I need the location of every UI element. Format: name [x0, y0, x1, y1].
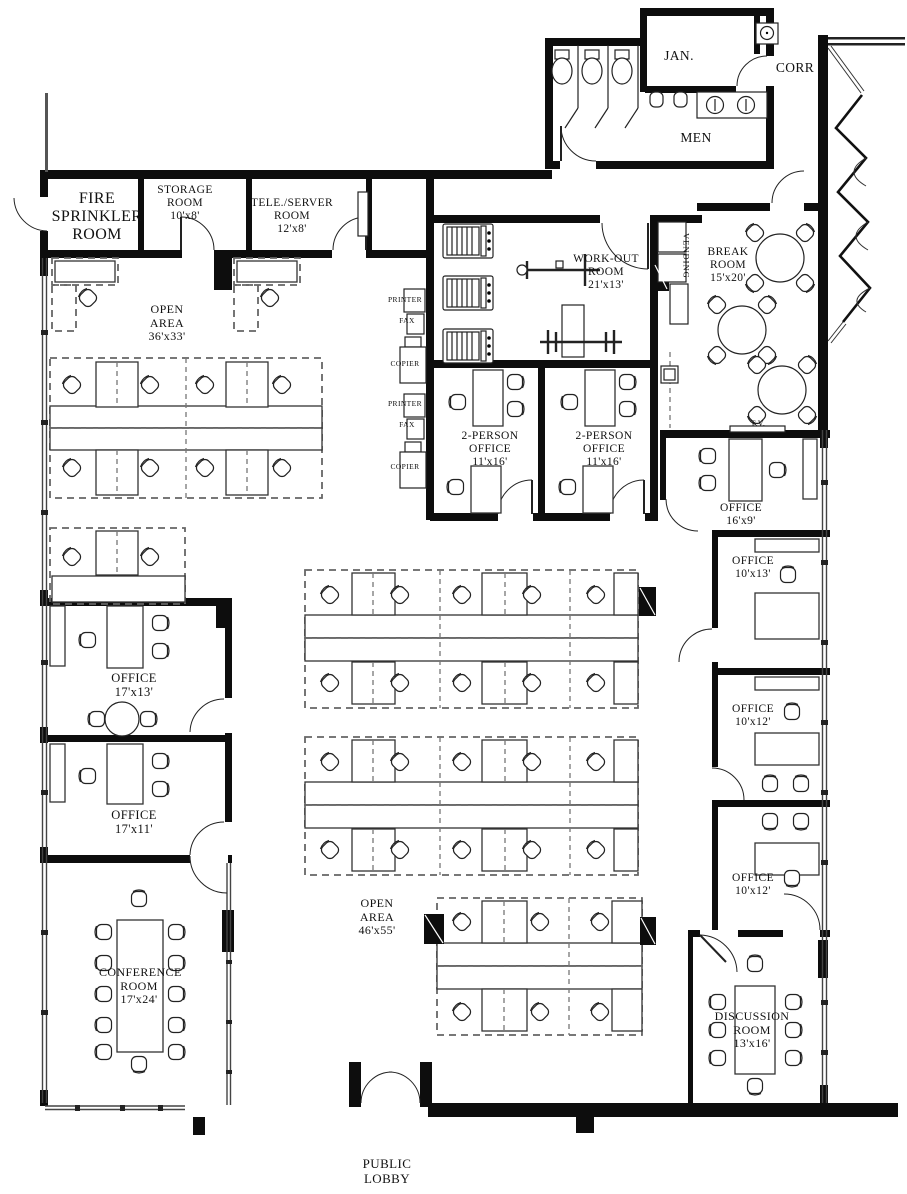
label-corridor: CORR — [775, 60, 815, 75]
label-printer-2: PRINTER — [387, 399, 423, 408]
restroom-fixtures — [551, 22, 779, 129]
label-fire-sprinkler-room: FIRE SPRINKLER ROOM — [51, 190, 143, 244]
open-area-nw-top-desks — [51, 257, 301, 332]
conference-door — [189, 855, 228, 894]
label-public-lobby: PUBLIC LOBBY — [362, 1156, 412, 1186]
two-person-office-a-furniture — [446, 369, 525, 514]
label-janitor: JAN. — [664, 48, 694, 63]
label-copier-1: COPIER — [390, 359, 420, 368]
office-10x12-b-furniture — [754, 812, 820, 888]
treadmill — [442, 328, 494, 364]
treadmill — [442, 223, 494, 259]
small-round-table — [104, 701, 140, 737]
urinal — [649, 91, 664, 108]
office-10x13-furniture — [754, 538, 820, 640]
open-area-south-workstations — [436, 897, 643, 1036]
label-fax-1: FAX — [399, 316, 415, 325]
suite-entry-door — [13, 197, 48, 232]
discussion-door — [699, 934, 738, 973]
office-17x13-furniture — [49, 605, 170, 737]
printer-copier-stations — [399, 288, 427, 489]
label-fax-2: FAX — [399, 420, 415, 429]
structural-columns — [424, 587, 656, 945]
label-mens-room: MEN — [680, 130, 712, 145]
bench-press — [540, 304, 622, 358]
discussion-room-furniture — [708, 954, 803, 1096]
label-printer-1: PRINTER — [387, 295, 423, 304]
workout-door — [601, 222, 649, 270]
office-10x12-a-furniture — [754, 676, 820, 793]
window-walls — [41, 37, 905, 1111]
tele-server-rack — [357, 191, 369, 237]
toilet — [551, 49, 573, 85]
workout-room-equipment — [442, 223, 622, 364]
treadmill — [442, 275, 494, 311]
break-room-furniture — [705, 221, 818, 433]
office-17x11-furniture — [49, 743, 170, 805]
tv-cabinet — [729, 425, 786, 433]
demising-wall-line — [45, 93, 48, 172]
conference-room-furniture — [94, 889, 186, 1074]
toilet — [611, 49, 633, 85]
urinal — [673, 91, 688, 108]
vending-machines — [654, 221, 689, 428]
office-16x9-furniture — [698, 438, 818, 502]
two-person-office-b-furniture — [558, 369, 637, 514]
open-area-nw-partial-row — [49, 527, 186, 605]
doors — [13, 55, 821, 1104]
lobby-door-right — [388, 1071, 421, 1104]
janitor-door — [736, 55, 768, 87]
label-vending: VENDING — [681, 233, 692, 279]
walls — [40, 8, 898, 1135]
toilet — [581, 49, 603, 85]
label-copier-2: COPIER — [390, 462, 420, 471]
lobby-door-left — [360, 1071, 393, 1104]
label-tv: T.V. — [750, 419, 766, 428]
open-area-nw-workstations — [49, 357, 323, 499]
break-line-symbol — [827, 45, 872, 344]
weight-machine — [516, 254, 600, 286]
break-room-door — [771, 170, 805, 204]
